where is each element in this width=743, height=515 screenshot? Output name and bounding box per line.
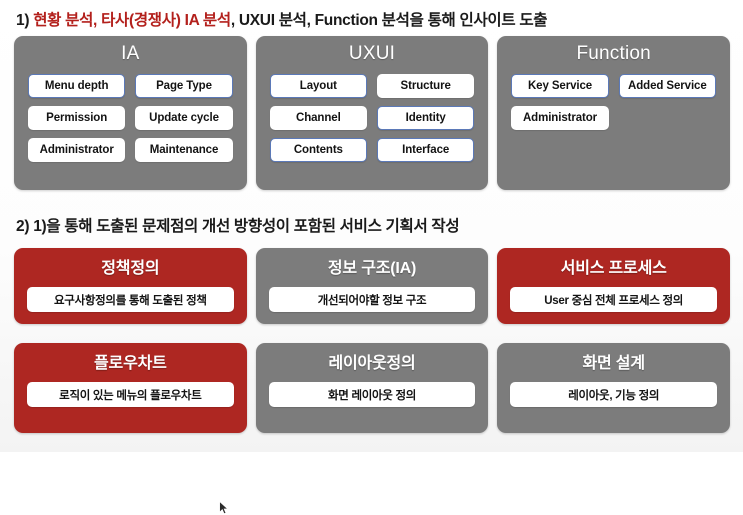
- card-service-process[interactable]: 서비스 프로세스 User 중심 전체 프로세스 정의: [497, 248, 731, 324]
- card-description-layout-definition: 화면 레이아웃 정의: [268, 382, 476, 407]
- chip-channel[interactable]: Channel: [269, 106, 367, 130]
- card-title-service-process: 서비스 프로세스: [560, 260, 667, 277]
- chip-function-administrator[interactable]: Administrator: [511, 106, 609, 130]
- chip-structure[interactable]: Structure: [377, 74, 475, 98]
- card-title-layout-definition: 레이아웃정의: [328, 355, 416, 372]
- chip-menu-depth[interactable]: Menu depth: [28, 74, 126, 98]
- panel-title-function: Function: [576, 43, 651, 64]
- chip-contents[interactable]: Contents: [269, 138, 367, 162]
- chip-administrator[interactable]: Administrator: [28, 138, 126, 162]
- analysis-panel-ia: IA Menu depth Page Type Permission Updat…: [14, 36, 247, 190]
- step-1-rest: , UXUI 분석, Function 분석을 통해 인사이트 도출: [230, 12, 548, 29]
- card-layout-definition[interactable]: 레이아웃정의 화면 레이아웃 정의: [255, 343, 489, 433]
- analysis-panel-uxui: UXUI Layout Structure Channel Identity C…: [255, 36, 489, 190]
- card-title-information-architecture: 정보 구조(IA): [327, 260, 417, 277]
- chip-grid-function: Key Service Added Service Administrator: [511, 74, 717, 130]
- deliverable-card-row-2: 플로우차트 로직이 있는 메뉴의 플로우차트 레이아웃정의 화면 레이아웃 정의…: [14, 343, 731, 433]
- chip-page-type[interactable]: Page Type: [135, 74, 233, 98]
- card-title-screen-design: 화면 설계: [582, 355, 646, 372]
- card-policy-definition[interactable]: 정책정의 요구사항정의를 통해 도출된 정책: [14, 248, 247, 515]
- panel-title-ia: IA: [121, 43, 140, 64]
- step-1-highlight: 현황 분석, 타사(경쟁사) IA 분석: [33, 12, 231, 29]
- card-description-screen-design: 레이아웃, 기능 정의: [510, 382, 718, 407]
- deliverable-card-row-1: 정책정의 요구사항정의를 통해 도출된 정책 정보 구조(IA) 개선되어야할 …: [14, 248, 731, 515]
- card-flowchart[interactable]: 플로우차트 로직이 있는 메뉴의 플로우차트: [14, 343, 247, 433]
- card-description-service-process: User 중심 전체 프로세스 정의: [510, 287, 718, 312]
- step-2-heading: 2) 1)을 통해 도출된 문제점의 개선 방향성이 포함된 서비스 기획서 작…: [16, 218, 460, 235]
- step-1-heading: 1) 현황 분석, 타사(경쟁사) IA 분석, UXUI 분석, Functi…: [16, 8, 548, 30]
- chip-permission[interactable]: Permission: [28, 106, 126, 130]
- panel-title-uxui: UXUI: [348, 43, 396, 64]
- mouse-pointer-icon: [219, 501, 229, 515]
- chip-key-service[interactable]: Key Service: [511, 74, 609, 98]
- chip-grid-uxui: Layout Structure Channel Identity Conten…: [269, 74, 475, 162]
- card-screen-design[interactable]: 화면 설계 레이아웃, 기능 정의: [497, 343, 731, 433]
- chip-maintenance[interactable]: Maintenance: [135, 138, 233, 162]
- card-description-information-architecture: 개선되어야할 정보 구조: [268, 287, 476, 312]
- chip-layout[interactable]: Layout: [269, 74, 367, 98]
- card-description-flowchart: 로직이 있는 메뉴의 플로우차트: [27, 382, 234, 407]
- chip-update-cycle[interactable]: Update cycle: [135, 106, 233, 130]
- analysis-panel-row: IA Menu depth Page Type Permission Updat…: [14, 36, 731, 190]
- chip-interface[interactable]: Interface: [377, 138, 475, 162]
- analysis-panel-function: Function Key Service Added Service Admin…: [497, 36, 731, 190]
- card-description-policy-definition: 요구사항정의를 통해 도출된 정책: [27, 287, 234, 312]
- card-title-flowchart: 플로우차트: [94, 355, 167, 372]
- chip-added-service[interactable]: Added Service: [618, 74, 717, 98]
- step-1-prefix: 1): [16, 12, 34, 29]
- card-information-architecture[interactable]: 정보 구조(IA) 개선되어야할 정보 구조: [255, 248, 489, 324]
- chip-identity[interactable]: Identity: [377, 106, 475, 130]
- chip-grid-ia: Menu depth Page Type Permission Update c…: [28, 74, 233, 162]
- card-title-policy-definition: 정책정의: [101, 260, 160, 277]
